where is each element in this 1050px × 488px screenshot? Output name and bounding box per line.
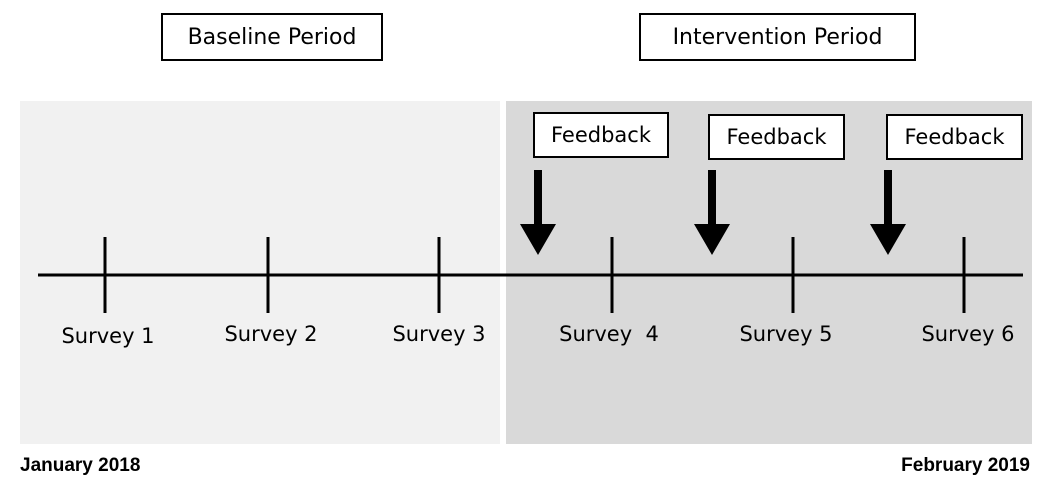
feedback-arrow-1 [520,170,556,255]
baseline-region [20,101,500,444]
survey-label-1: Survey 1 [61,324,155,348]
survey-label-6: Survey 6 [921,322,1015,346]
intervention-period-box: Intervention Period [639,13,916,61]
baseline-period-box: Baseline Period [161,13,383,61]
feedback-box-2: Feedback [708,114,845,160]
feedback-arrow-2 [694,170,730,255]
intervention-period-label: Intervention Period [672,24,883,50]
end-date: February 2019 [901,455,1030,476]
feedback-label-3: Feedback [904,125,1005,149]
start-date: January 2018 [20,455,141,476]
feedback-label-1: Feedback [550,123,651,147]
baseline-period-label: Baseline Period [187,24,357,50]
feedback-label-2: Feedback [726,125,827,149]
survey-label-4: Survey 4 [559,322,659,346]
feedback-arrow-3 [870,170,906,255]
feedback-box-1: Feedback [533,112,669,158]
survey-label-3: Survey 3 [392,322,486,346]
survey-label-5: Survey 5 [739,322,833,346]
survey-label-2: Survey 2 [224,322,318,346]
feedback-box-3: Feedback [886,114,1023,160]
